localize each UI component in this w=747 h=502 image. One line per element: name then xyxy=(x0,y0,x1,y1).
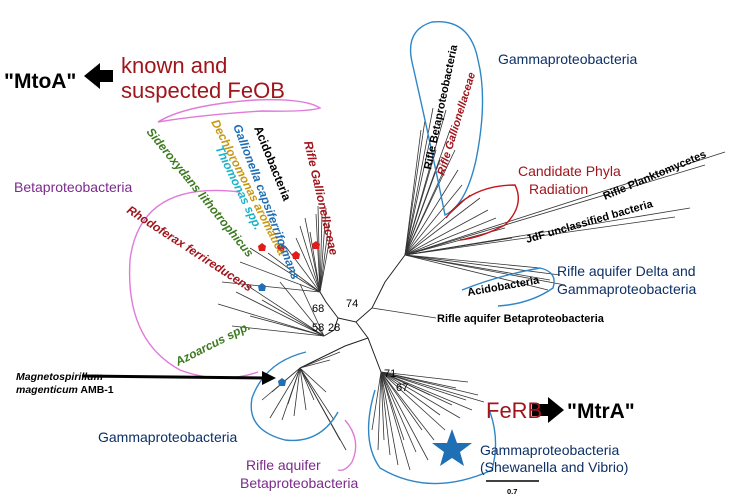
delta-gamma-clade-outline xyxy=(461,267,555,307)
bootstrap-67: 67 xyxy=(396,382,408,394)
rifle-aquifer-line2: Betaproteobacteria xyxy=(240,475,359,491)
feob-clade-arc xyxy=(157,99,322,123)
red-pentagon-marker xyxy=(312,241,320,249)
gammaproteobacteria-top-label: Gammaproteobacteria xyxy=(498,51,638,67)
bootstrap-58: 58 xyxy=(312,322,324,334)
cpr-clade-outline xyxy=(445,184,519,241)
magnetospirillum-line1: Magnetospirillum xyxy=(16,371,103,383)
mtoa-label: "MtoA" xyxy=(4,70,76,93)
magneto-species: magenticum xyxy=(16,384,78,396)
known-feob-line2: suspected FeOB xyxy=(121,78,285,103)
gamma-top-clade-outline xyxy=(409,20,484,217)
gamma-left-clade-outline xyxy=(250,351,339,442)
blue-pentagon-marker xyxy=(258,283,266,291)
arrow-head-icon xyxy=(262,371,276,385)
bootstrap-68: 68 xyxy=(312,303,324,315)
azoarcus-text: Azoarcus spp. xyxy=(172,319,252,369)
gamma-shewanella-line2: (Shewanella and Vibrio) xyxy=(480,459,628,475)
red-pentagon-marker xyxy=(277,243,285,251)
arrow-right-icon xyxy=(532,397,564,423)
delta-gamma-line1: Rifle aquifer Delta and xyxy=(557,263,696,279)
arrow-left-icon xyxy=(84,63,113,89)
rifle-aquifer-line1: Rifle aquifer xyxy=(246,457,321,473)
blue-star-marker xyxy=(432,429,472,466)
ferb-label: FeRB xyxy=(486,398,542,423)
rifle-aquifer-beta-right-label: Rifle aquifer Betaproteobacteria xyxy=(437,313,605,325)
bootstrap-74: 74 xyxy=(346,298,358,310)
blue-pentagon-marker xyxy=(278,378,286,386)
bootstrap-71: 71 xyxy=(384,368,396,380)
cpr-line2: Radiation xyxy=(529,181,588,197)
bootstrap-28: 28 xyxy=(328,322,340,334)
red-pentagon-marker xyxy=(258,243,266,251)
gammaproteobacteria-left-label: Gammaproteobacteria xyxy=(98,429,238,445)
rifle-beta-bottom-outline xyxy=(337,419,357,472)
mtra-label: "MtrA" xyxy=(567,400,635,423)
rhodoferax-label: Rhodoferax ferrireducens xyxy=(124,203,255,295)
markers xyxy=(258,241,472,466)
azoarcus-label: Azoarcus spp. xyxy=(172,319,252,369)
magneto-strain: AMB-1 xyxy=(78,384,114,396)
gamma-shewanella-clade-outline xyxy=(367,389,497,485)
delta-gamma-line2: Gammaproteobacteria xyxy=(557,281,697,297)
cpr-line1: Candidate Phyla xyxy=(518,163,621,179)
gamma-shewanella-line1: Gammaproteobacteria xyxy=(480,442,620,458)
tree-branches xyxy=(217,107,726,471)
acidobacteria-right-label: Acidobacteria xyxy=(466,274,541,299)
arrows xyxy=(81,63,564,423)
known-feob-line1: known and xyxy=(121,53,227,78)
betaproteobacteria-label: Betaproteobacteria xyxy=(14,179,133,195)
red-pentagon-marker xyxy=(292,251,300,259)
jdf-label: JdF unclassified bacteria xyxy=(525,198,656,246)
scale-label: 0.7 xyxy=(507,487,517,496)
magnetospirillum-line2: magenticum AMB-1 xyxy=(16,384,114,396)
